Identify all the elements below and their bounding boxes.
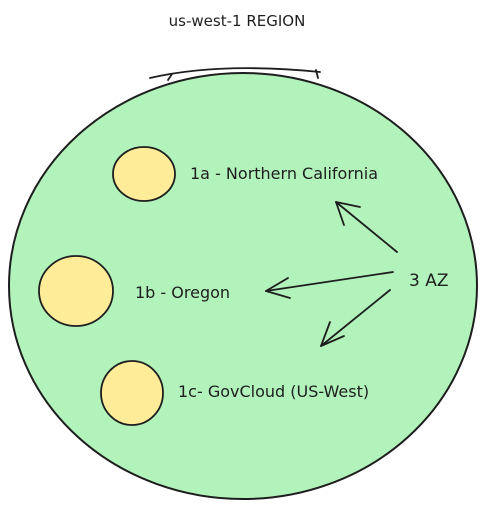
arrow-to-1c [320, 289, 391, 347]
az-node-1b: 1b - Oregon [38, 255, 230, 327]
az-node-1a: 1a - Northern California [112, 146, 378, 202]
az-circle-1b [38, 255, 114, 327]
az-label-1c: 1c- GovCloud (US-West) [178, 382, 369, 401]
az-circle-1c [100, 360, 164, 426]
az-label-1b: 1b - Oregon [135, 283, 230, 302]
region-title: us-west-1 REGION [169, 12, 306, 30]
arrow-to-1a [335, 201, 398, 253]
region-circle-sketch-stroke [149, 67, 321, 79]
az-label-1a: 1a - Northern California [190, 164, 378, 183]
arrow-to-1b [265, 271, 394, 299]
region-circle-sketch-stroke [167, 69, 319, 81]
az-node-1c: 1c- GovCloud (US-West) [100, 360, 369, 426]
az-count-label: 3 AZ [409, 271, 449, 291]
az-circle-1a [112, 146, 176, 202]
